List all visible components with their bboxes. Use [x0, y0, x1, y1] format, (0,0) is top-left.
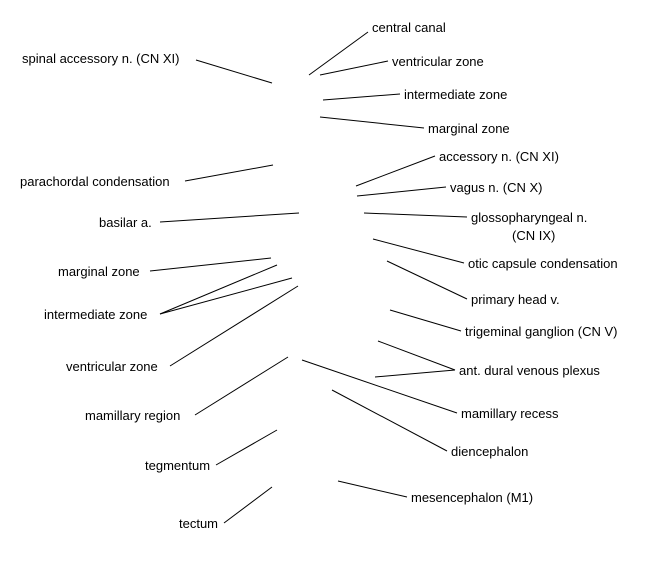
label-glossopharyngeal-n-line2: (CN IX): [512, 228, 555, 243]
label-intermediate-zone-left: intermediate zone: [44, 307, 147, 322]
label-primary-head-v: primary head v.: [471, 292, 560, 307]
leader-line-parachordal-condensation: [184, 164, 274, 182]
leader-line-otic-capsule-condensation: [372, 238, 465, 264]
leader-line-ventricular-zone-right: [319, 60, 389, 76]
leader-line-intermediate-zone-right: [322, 93, 401, 101]
label-diencephalon: diencephalon: [451, 444, 528, 459]
label-vagus-n: vagus n. (CN X): [450, 180, 542, 195]
label-parachordal-condensation: parachordal condensation: [20, 174, 170, 189]
label-mamillary-recess: mamillary recess: [461, 406, 559, 421]
label-mamillary-region: mamillary region: [85, 408, 180, 423]
label-marginal-zone-left: marginal zone: [58, 264, 140, 279]
leader-line-glossopharyngeal-n: [363, 212, 468, 218]
leader-line-intermediate-zone-left-upper: [159, 264, 278, 315]
label-trigeminal-ganglion: trigeminal ganglion (CN V): [465, 324, 617, 339]
label-intermediate-zone-right: intermediate zone: [404, 87, 507, 102]
leader-line-marginal-zone-left: [149, 257, 272, 272]
leader-line-tectum: [223, 486, 273, 524]
leader-line-diencephalon: [331, 389, 448, 452]
leader-line-mamillary-region: [194, 356, 289, 416]
leader-line-mesencephalon: [337, 480, 408, 498]
label-ventricular-zone-left: ventricular zone: [66, 359, 158, 374]
label-glossopharyngeal-n-line1: glossopharyngeal n.: [471, 210, 587, 225]
label-mesencephalon: mesencephalon (M1): [411, 490, 533, 505]
label-central-canal: central canal: [372, 20, 446, 35]
leader-line-vagus-n: [356, 186, 447, 197]
leader-line-central-canal: [308, 31, 369, 76]
leader-line-ant-dural-venous-plexus-upper: [377, 340, 456, 371]
label-basilar-a: basilar a.: [99, 215, 152, 230]
leader-line-trigeminal-ganglion: [389, 309, 462, 332]
leader-line-accessory-n: [355, 155, 436, 187]
leader-line-basilar-a: [159, 212, 300, 223]
label-marginal-zone-right: marginal zone: [428, 121, 510, 136]
label-tectum: tectum: [179, 516, 218, 531]
label-tegmentum: tegmentum: [145, 458, 210, 473]
label-accessory-n: accessory n. (CN XI): [439, 149, 559, 164]
label-spinal-accessory-n: spinal accessory n. (CN XI): [22, 51, 180, 66]
label-ventricular-zone-right: ventricular zone: [392, 54, 484, 69]
leader-line-spinal-accessory-n: [195, 59, 273, 84]
leader-line-marginal-zone-right: [319, 116, 425, 129]
leader-line-ant-dural-venous-plexus-lower: [374, 369, 456, 378]
leader-line-ventricular-zone-left: [169, 285, 299, 367]
label-ant-dural-venous-plexus: ant. dural venous plexus: [459, 363, 600, 378]
leader-line-primary-head-v: [386, 260, 468, 300]
leader-line-mamillary-recess: [301, 359, 458, 414]
leader-line-intermediate-zone-left-lower: [159, 277, 293, 315]
label-otic-capsule-condensation: otic capsule condensation: [468, 256, 618, 271]
leader-line-tegmentum: [215, 429, 278, 466]
